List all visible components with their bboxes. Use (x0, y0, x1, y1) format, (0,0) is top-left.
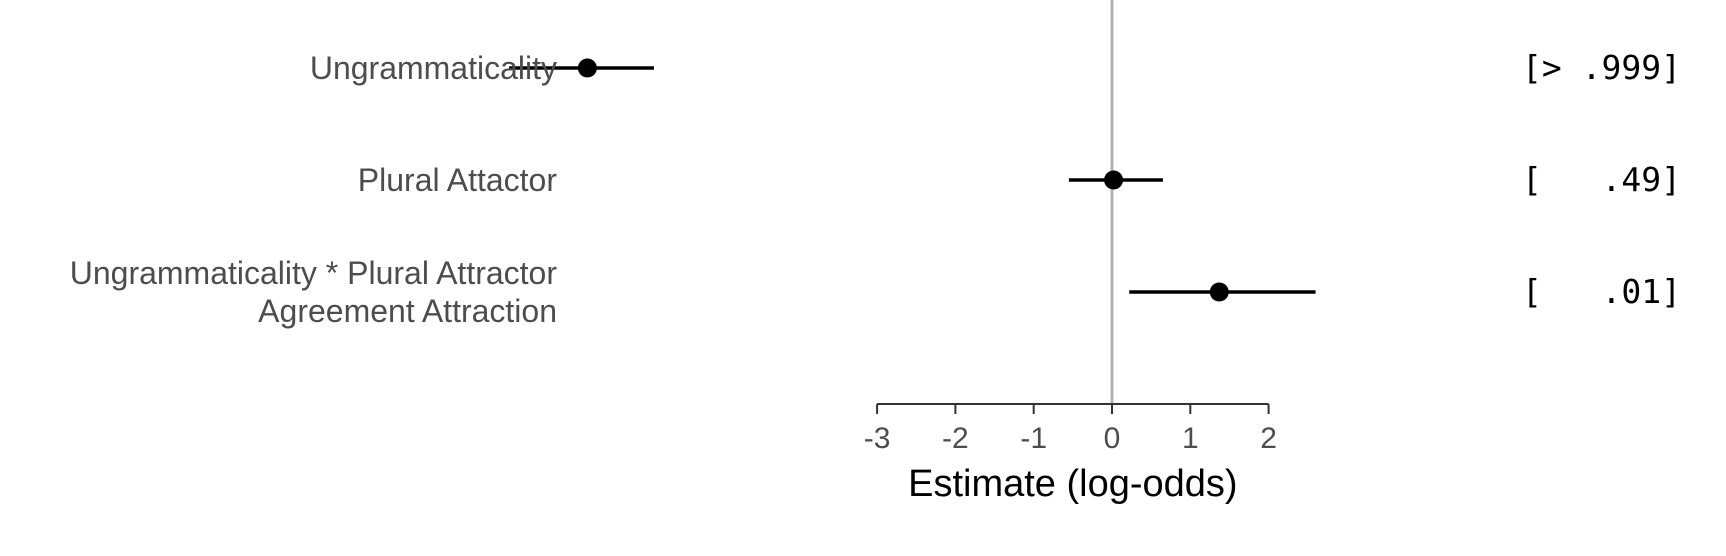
x-tick-label: 2 (1260, 422, 1277, 455)
probability-labels: [> .999] [ .49] [ .01] (1522, 48, 1681, 311)
probability-label: [ .01] (1522, 272, 1681, 311)
term-label: Ungrammaticality * Plural Attractor (70, 255, 558, 291)
x-tick-label: -2 (942, 422, 969, 455)
x-tick-label: 1 (1182, 422, 1199, 455)
point-layer (577, 58, 1229, 302)
x-tick-label: -1 (1020, 422, 1047, 455)
term-label: Ungrammaticality (310, 50, 557, 86)
x-axis-title: Estimate (log-odds) (908, 463, 1237, 505)
estimate-point (577, 58, 597, 78)
term-label: Plural Attactor (358, 162, 558, 198)
x-tick-label: 0 (1104, 422, 1121, 455)
term-label: Agreement Attraction (258, 293, 557, 329)
x-axis-ticks: -3 -2 -1 0 1 2 (864, 404, 1277, 455)
interval-layer (509, 66, 1316, 294)
probability-label: [> .999] (1522, 48, 1681, 87)
estimate-point (1104, 170, 1124, 190)
probability-label: [ .49] (1522, 160, 1681, 199)
x-axis: -3 -2 -1 0 1 2 (864, 403, 1277, 455)
estimate-point (1209, 282, 1229, 302)
x-tick-label: -3 (864, 422, 891, 455)
